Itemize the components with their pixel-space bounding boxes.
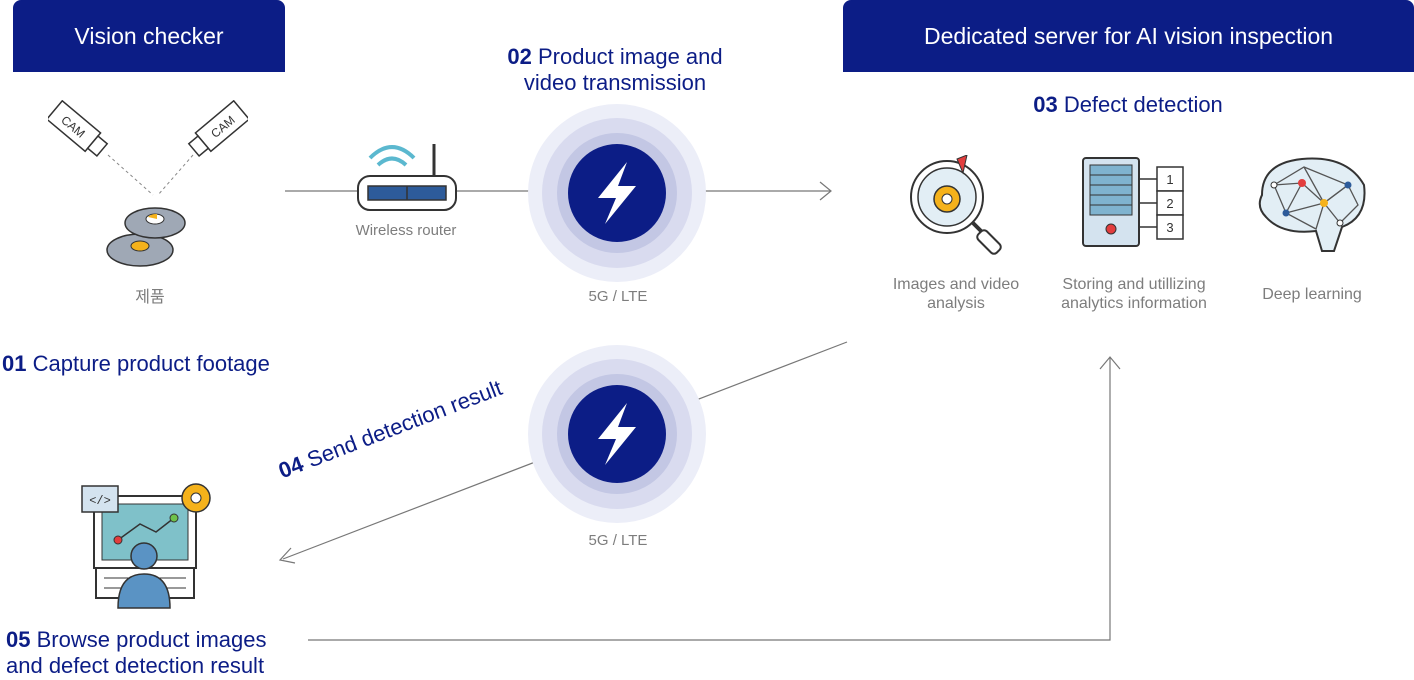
gear-product-icon [106, 207, 186, 267]
storing-caption-line2: analytics information [1061, 295, 1207, 312]
monitor-user-icon: </> [81, 483, 211, 609]
step-03-number: 03 [1033, 92, 1058, 117]
product-label: 제품 [135, 289, 165, 306]
storing-caption-line1: Storing and utillizing [1062, 276, 1206, 293]
wifi-router-icon [357, 144, 457, 211]
vision-checker-title: Vision checker [74, 22, 224, 49]
flow-arrow-05 [308, 358, 1111, 641]
step-02-text-line2: video transmission [523, 70, 707, 95]
analysis-caption: Images and video analysis [876, 275, 1036, 313]
step-05: 05 Browse product images and defect dete… [6, 627, 292, 679]
lightning-icon-bottom [528, 345, 706, 523]
step-03-text: Defect detection [1063, 92, 1223, 117]
step-02-text-line1: Product image and [537, 44, 723, 69]
step-02: 02 Product image and video transmission [470, 44, 760, 96]
step-01-text: Capture product footage [32, 351, 270, 376]
server-number-1: 1 [1166, 172, 1173, 187]
step-01-number: 01 [2, 351, 27, 376]
analysis-caption-line1: Images and video [892, 276, 1020, 293]
deep-learning-caption: Deep learning [1262, 286, 1362, 303]
server-icon: 1 2 3 [1082, 157, 1184, 247]
network-label-bottom: 5G / LTE [588, 532, 648, 549]
step-03: 03 Defect detection [1000, 92, 1256, 118]
server-number-3: 3 [1166, 220, 1173, 235]
storing-caption: Storing and utillizing analytics informa… [1044, 275, 1224, 313]
step-02-number: 02 [507, 44, 532, 69]
code-tag-label: </> [89, 494, 111, 508]
lightning-icon [528, 104, 706, 282]
analysis-caption-line2: analysis [927, 295, 985, 312]
server-header: Dedicated server for AI vision inspectio… [843, 0, 1414, 72]
network-label-top: 5G / LTE [588, 288, 648, 305]
server-title: Dedicated server for AI vision inspectio… [923, 22, 1334, 49]
brain-network-icon [1258, 157, 1366, 252]
camera-icon: CAM CAM [48, 100, 248, 196]
router-label: Wireless router [355, 222, 457, 239]
step-05-text-line2: and defect detection result [6, 653, 265, 678]
server-number-2: 2 [1166, 196, 1173, 211]
step-05-number: 05 [6, 627, 31, 652]
magnifier-gear-icon [910, 155, 1002, 255]
vision-checker-header: Vision checker [13, 0, 285, 72]
step-01: 01 Capture product footage [2, 351, 270, 377]
step-05-text-line1: Browse product images [36, 627, 267, 652]
